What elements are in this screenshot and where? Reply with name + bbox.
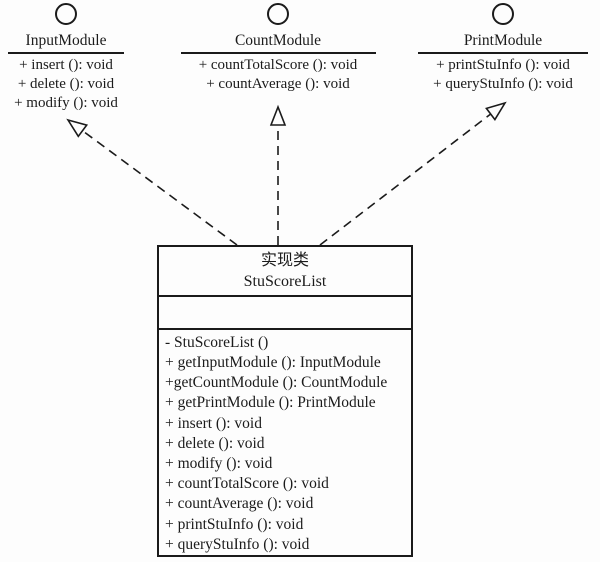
interface-circle-icon	[267, 3, 289, 25]
class-method: + countAverage (): void	[165, 495, 314, 513]
class-header: 实现类 StuScoreList	[159, 247, 411, 297]
class-method: - StuScoreList ()	[165, 333, 269, 351]
interface-method-list: + insert (): void + delete (): void + mo…	[14, 56, 118, 113]
interface-countmodule: CountModule + countTotalScore (): void +…	[178, 0, 378, 94]
interface-method: + delete (): void	[17, 76, 115, 92]
interface-method-list: + countTotalScore (): void + countAverag…	[199, 56, 358, 94]
class-method: + countTotalScore (): void	[165, 475, 329, 493]
class-method: +getCountModule (): CountModule	[165, 374, 388, 392]
class-method: + getInputModule (): InputModule	[165, 353, 381, 371]
class-method: + queryStuInfo (): void	[165, 535, 310, 553]
class-stuscorelist: 实现类 StuScoreList - StuScoreList () + get…	[157, 245, 413, 557]
realization-arrow-printmodule	[319, 101, 507, 246]
class-stereotype: 实现类	[260, 251, 309, 269]
interface-method: + insert (): void	[19, 57, 113, 73]
interface-method: + modify (): void	[14, 95, 118, 111]
class-method: + insert (): void	[165, 414, 262, 432]
class-method: + delete (): void	[165, 434, 265, 452]
interface-name: PrintModule	[463, 32, 543, 49]
interface-method: + countTotalScore (): void	[198, 57, 358, 73]
interface-name: InputModule	[25, 32, 107, 49]
interface-method: + printStuInfo (): void	[436, 57, 570, 73]
interface-divider	[418, 52, 588, 54]
class-method: + printStuInfo (): void	[165, 515, 304, 533]
interface-name: CountModule	[234, 32, 322, 49]
class-name: StuScoreList	[243, 272, 327, 290]
realization-arrow-inputmodule	[66, 118, 238, 246]
interface-circle-icon	[55, 3, 77, 25]
realization-arrow-countmodule	[269, 104, 287, 245]
class-method: + modify (): void	[165, 454, 273, 472]
interface-printmodule: PrintModule + printStuInfo (): void + qu…	[408, 0, 598, 94]
interface-circle-icon	[492, 3, 514, 25]
interface-method: + countAverage (): void	[206, 76, 350, 92]
class-methods-compartment: - StuScoreList () + getInputModule (): I…	[159, 330, 411, 555]
interface-divider	[8, 52, 124, 54]
class-attributes-compartment	[159, 297, 411, 330]
interface-method: + queryStuInfo (): void	[433, 76, 573, 92]
class-method: + getPrintModule (): PrintModule	[165, 394, 376, 412]
interface-inputmodule: InputModule + insert (): void + delete (…	[0, 0, 132, 113]
interface-divider	[180, 52, 376, 54]
interface-method-list: + printStuInfo (): void + queryStuInfo (…	[433, 56, 573, 94]
